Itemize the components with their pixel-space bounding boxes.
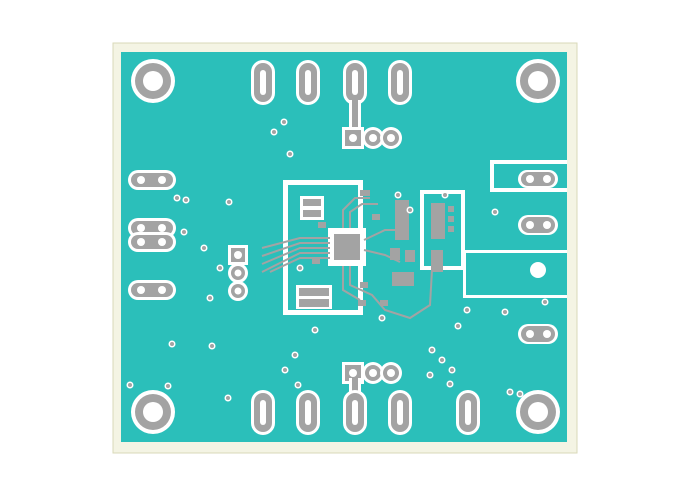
passive-components	[296, 190, 454, 309]
via-pad	[430, 348, 434, 352]
via-pad	[493, 210, 497, 214]
slot-pad	[296, 390, 320, 435]
via-pad	[226, 396, 230, 400]
header-2pin	[128, 232, 176, 252]
via-pad	[170, 342, 174, 346]
left-vertical-3-pin-header	[228, 245, 248, 301]
via-pad	[465, 308, 469, 312]
left-2-pin-headers	[128, 170, 176, 300]
via-pad	[272, 130, 276, 134]
via-pad	[408, 208, 412, 212]
header-2pin	[128, 170, 176, 190]
slot-pad	[456, 390, 480, 435]
via-pad	[293, 353, 297, 357]
via-pad	[218, 266, 222, 270]
mounting-hole-bottom-right	[516, 390, 560, 434]
header-2pin	[128, 280, 176, 300]
bottom-connector-slots	[251, 390, 480, 435]
qfn-ic	[328, 228, 366, 266]
via-pad	[440, 358, 444, 362]
slot-pad	[251, 60, 275, 105]
via-pad	[503, 310, 507, 314]
board-outline	[112, 42, 578, 454]
slot-pad	[296, 60, 320, 105]
via-pad	[508, 390, 512, 394]
slot-pad	[343, 390, 367, 435]
central-circuit	[261, 180, 465, 320]
via-pad	[184, 198, 188, 202]
trace	[352, 100, 358, 136]
via-pad	[166, 384, 170, 388]
top-connector-slots	[251, 60, 412, 105]
right-connector-block	[463, 160, 567, 344]
mounting-hole-top-right	[516, 59, 560, 103]
mounting-hole-bottom-left	[131, 390, 175, 434]
via-pad	[175, 196, 179, 200]
via-pad	[282, 120, 286, 124]
via-pad	[182, 230, 186, 234]
slot-pad	[251, 390, 275, 435]
vias	[126, 118, 549, 402]
via-pad	[396, 193, 400, 197]
via-pad	[428, 373, 432, 377]
via-pad	[298, 266, 302, 270]
via-pad	[208, 296, 212, 300]
via-pad	[128, 383, 132, 387]
top-3-pin-header	[342, 127, 402, 149]
via-pad	[288, 152, 292, 156]
via-pad	[296, 383, 300, 387]
slot-pad	[388, 390, 412, 435]
via-pad	[313, 328, 317, 332]
slot-pad	[343, 60, 367, 105]
slot-pad	[388, 60, 412, 105]
trace	[352, 378, 358, 400]
via-pad	[448, 382, 452, 386]
fanout-traces	[261, 197, 433, 320]
via-pad	[543, 300, 547, 304]
via-pad	[210, 344, 214, 348]
via-pad	[443, 193, 447, 197]
via-pad	[227, 200, 231, 204]
via-pad	[283, 368, 287, 372]
mounting-hole-top-left	[131, 59, 175, 103]
via-pad	[518, 392, 522, 396]
via-pad	[450, 368, 454, 372]
via-pad	[380, 316, 384, 320]
via-pad	[202, 246, 206, 250]
via-pad	[456, 324, 460, 328]
